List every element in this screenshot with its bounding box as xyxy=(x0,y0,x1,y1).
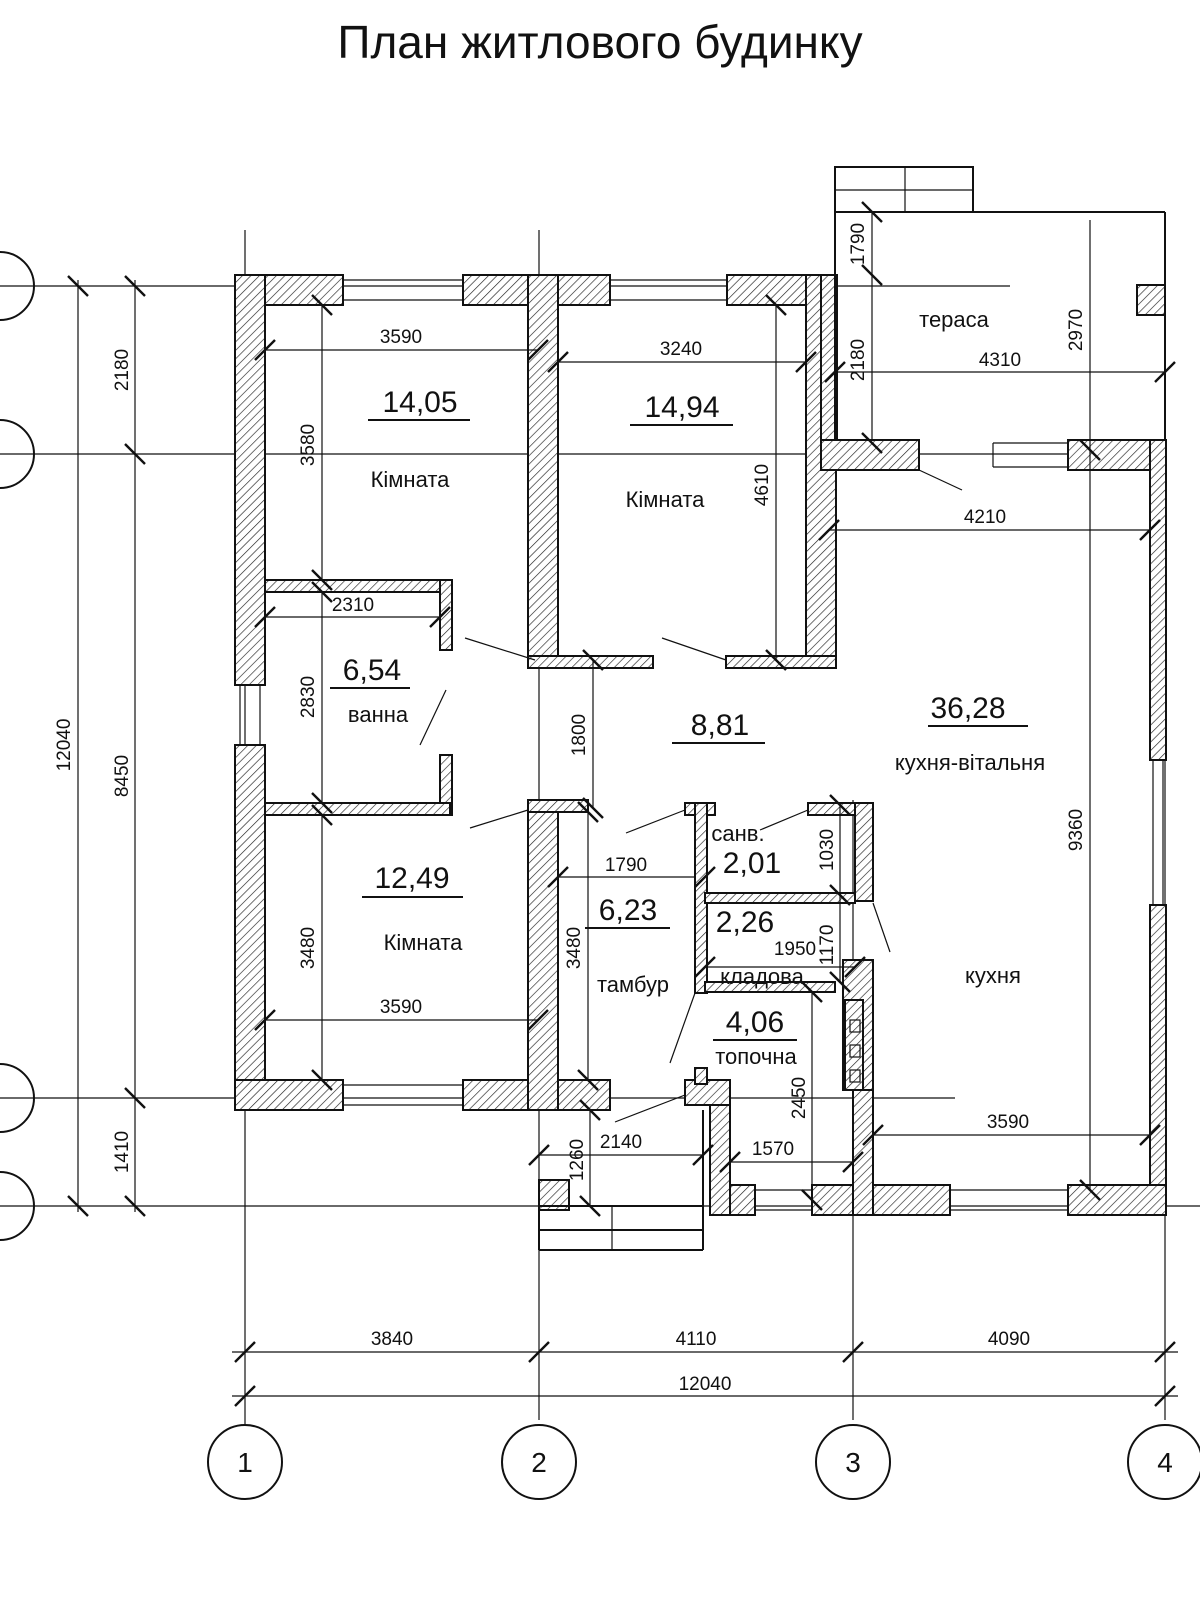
dim-room2-height: 4610 xyxy=(752,464,773,506)
dim-room2-width: 3240 xyxy=(660,339,702,360)
bath-area: 6,54 xyxy=(343,654,401,687)
axis-label-1: 1 xyxy=(237,1447,253,1478)
dim-pantry-height: 1170 xyxy=(817,925,838,966)
axis-label-3: 3 xyxy=(845,1447,861,1478)
dim-room3-height: 3480 xyxy=(298,927,319,969)
dim-vest-width: 1790 xyxy=(605,855,647,876)
terrace-porch-outline xyxy=(538,166,1166,1251)
dimension-labels: 3840 4110 4090 12040 12040 2180 8450 141… xyxy=(54,223,1087,1395)
axis-label-2: 2 xyxy=(531,1447,547,1478)
pantry-name: кладова xyxy=(720,964,804,989)
dim-left-2: 8450 xyxy=(112,755,133,797)
dim-bath-width: 2310 xyxy=(332,595,374,616)
wc-name: санв. xyxy=(711,821,764,846)
dim-terrace-width: 4310 xyxy=(979,350,1021,371)
windows xyxy=(239,279,1164,1211)
dim-left-3: 1410 xyxy=(112,1131,133,1173)
room2-name: Кімната xyxy=(626,487,706,512)
dim-bottom-2: 4110 xyxy=(676,1329,717,1350)
dim-bottom-1: 3840 xyxy=(371,1329,413,1350)
dim-room1-height: 3580 xyxy=(298,424,319,466)
axis-label-4: 4 xyxy=(1157,1447,1173,1478)
dimension-ticks xyxy=(67,201,1176,1407)
dimension-lines xyxy=(77,212,1178,1397)
dim-wc-height: 1030 xyxy=(817,829,838,871)
dim-bottom-3: 4090 xyxy=(988,1329,1030,1350)
dim-porch-width: 2140 xyxy=(600,1132,642,1153)
axis-bubbles-bottom: 1 2 3 4 xyxy=(207,1420,1200,1500)
dim-terrace-2180: 2180 xyxy=(848,339,869,381)
hall-area: 8,81 xyxy=(691,709,749,742)
vestibule-name: тамбур xyxy=(597,972,669,997)
door-swings xyxy=(419,469,963,1123)
dim-porch-height: 1260 xyxy=(567,1139,588,1181)
room3-area: 12,49 xyxy=(374,862,449,895)
dim-terrace-1790: 1790 xyxy=(848,223,869,265)
dim-left-1: 2180 xyxy=(112,349,133,391)
bath-name: ванна xyxy=(348,702,409,727)
axis-bubbles-left xyxy=(0,251,35,1241)
room1-area: 14,05 xyxy=(382,386,457,419)
living-name: кухня-вітальня xyxy=(895,750,1045,775)
dim-hall-height: 1800 xyxy=(569,714,590,756)
dim-pantry-width: 1950 xyxy=(774,939,816,960)
dim-room1-width: 3590 xyxy=(380,327,422,348)
room1-name: Кімната xyxy=(371,467,451,492)
boiler-stove xyxy=(844,999,864,1091)
dim-boiler-height: 2450 xyxy=(789,1077,810,1119)
dim-bottom-total: 12040 xyxy=(679,1374,732,1395)
living-area: 36,28 xyxy=(930,692,1005,725)
pantry-area: 2,26 xyxy=(716,906,774,939)
dim-room3-width: 3590 xyxy=(380,997,422,1018)
room2-area: 14,94 xyxy=(644,391,719,424)
dim-terrace-2970: 2970 xyxy=(1066,309,1087,351)
boiler-area: 4,06 xyxy=(726,1006,784,1039)
terrace-name: тераса xyxy=(919,307,990,332)
room-labels: 14,05 Кімната 14,94 Кімната 6,54 ванна 8… xyxy=(330,307,1045,1069)
vestibule-area: 6,23 xyxy=(599,894,657,927)
dim-boiler-width: 1570 xyxy=(752,1139,794,1160)
room3-name: Кімната xyxy=(384,930,464,955)
plan-title: План житлового будинку xyxy=(337,16,862,68)
dim-living-width: 4210 xyxy=(964,507,1006,528)
dim-left-total: 12040 xyxy=(54,719,75,772)
kitchen-name: кухня xyxy=(965,963,1021,988)
dim-kitchen-width: 3590 xyxy=(987,1112,1029,1133)
wc-area: 2,01 xyxy=(723,847,781,880)
boiler-name: топочна xyxy=(715,1044,797,1069)
dim-bath-height: 2830 xyxy=(298,676,319,718)
dim-living-height: 9360 xyxy=(1066,809,1087,851)
dim-vest-height: 3480 xyxy=(564,927,585,969)
